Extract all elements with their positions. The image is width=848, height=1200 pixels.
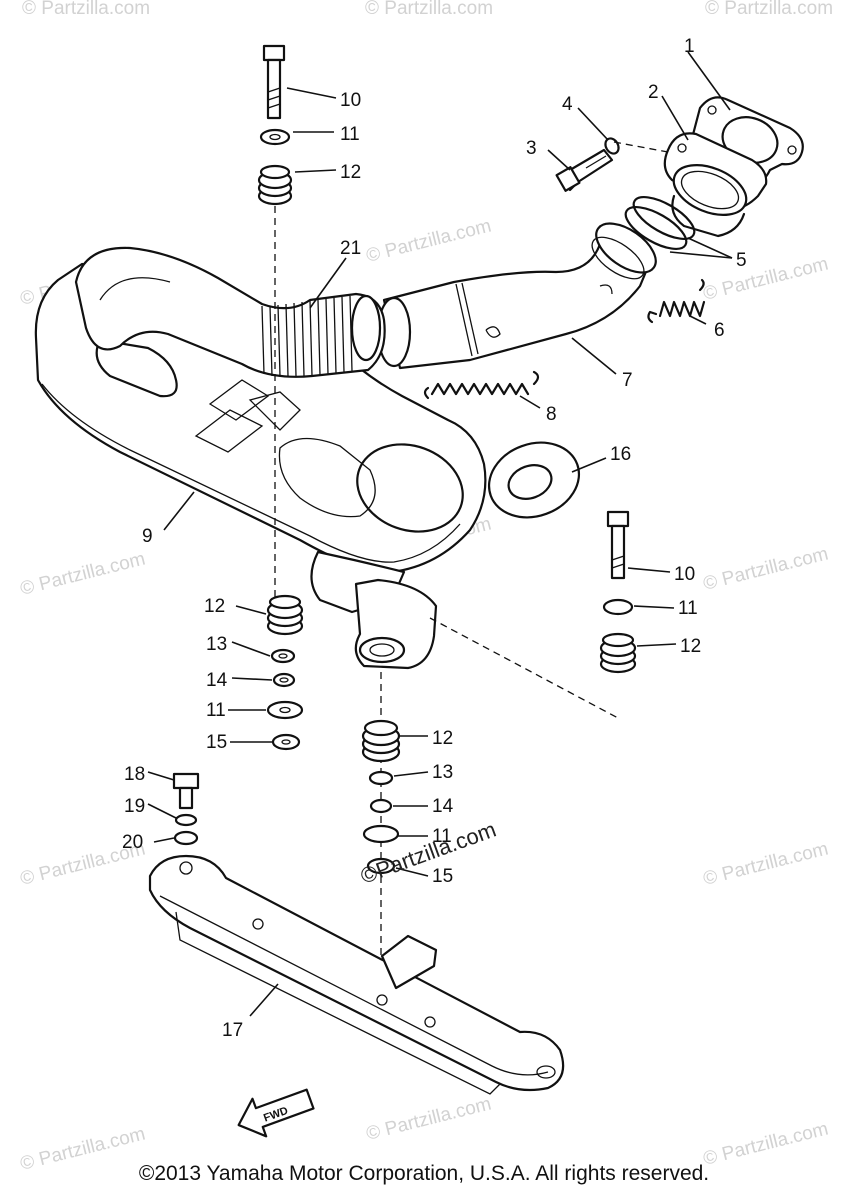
flex-pipe-corrugation [261,295,353,377]
callout-16: 16 [610,444,631,465]
callout-8: 8 [546,404,557,425]
callout-12-left: 12 [204,596,225,617]
watermark: © Partzilla.com [22,0,150,19]
alignment-line [429,617,619,719]
callout-5: 5 [736,250,747,271]
grommet-part-16 [487,441,581,519]
watermark: © Partzilla.com [701,254,830,305]
washer-part-11-upper [259,128,291,146]
watermark: © Partzilla.com [701,839,830,890]
copyright-notice: ©2013 Yamaha Motor Corporation, U.S.A. A… [138,1162,710,1185]
callout-11-center: 11 [432,826,452,847]
callout-10-upper: 10 [340,90,361,111]
watermark: © Partzilla.com [364,1094,493,1145]
callout-11-left: 11 [206,700,226,721]
callout-12-upper: 12 [340,162,361,183]
washer-part-15-center [366,857,396,875]
callout-11-upper: 11 [340,124,360,145]
washer-part-14-left [272,672,296,688]
callout-7: 7 [622,370,633,391]
spring-part-12-right [599,632,637,674]
washer-part-14-center [369,798,393,814]
callout-15-left: 15 [206,732,227,753]
spring-part-6 [647,278,706,324]
alignment-line [613,141,669,153]
callout-15-center: 15 [432,866,453,887]
spring-part-12-left [266,594,304,636]
callout-14-left: 14 [206,670,228,691]
washer-part-13-center [368,770,394,786]
leader-lines [147,51,733,1017]
bracket-part-17 [148,854,565,1095]
callout-14-center: 14 [432,796,454,817]
spring-part-12-upper [257,164,293,206]
fwd-arrow-icon: FWD [237,1088,315,1138]
callout-12-right: 12 [680,636,701,657]
callout-2: 2 [648,82,659,103]
callout-17: 17 [222,1020,243,1041]
callout-12-center: 12 [432,728,453,749]
washer-part-13-left [270,648,296,664]
callout-11-right: 11 [678,598,698,619]
callout-18: 18 [124,764,145,785]
washer-part-11-left [266,700,304,720]
callout-10-right: 10 [674,564,695,585]
bolt-part-10-upper [262,44,286,120]
washer-part-11-right [602,598,634,616]
callout-6: 6 [714,320,725,341]
callout-13-left: 13 [206,634,227,655]
callout-19: 19 [124,796,145,817]
watermark: © Partzilla.com [18,549,147,600]
seal-ring-part-5 [624,196,696,250]
washer-part-15-left [271,733,301,751]
bolt-part-10-right [606,510,630,580]
bolt-part-18 [172,772,200,810]
washer-part-19 [174,813,198,827]
callout-3: 3 [526,138,537,159]
callout-9: 9 [142,526,153,547]
callout-1: 1 [684,36,695,57]
flex-pipe-part-21 [74,246,386,378]
callout-20: 20 [122,832,143,853]
washer-part-11-center [362,824,400,844]
watermark: © Partzilla.com [364,216,493,267]
callout-21: 21 [340,238,361,259]
callout-4: 4 [562,94,573,115]
watermark: © Partzilla.com [365,0,493,19]
watermark: © Partzilla.com [705,0,833,19]
flange-part-2 [663,132,768,238]
bolt-part-3 [555,148,614,192]
washer-part-20 [173,830,199,846]
callout-labels: 1 2 3 4 5 6 7 8 9 10 10 11 11 11 11 12 1… [122,36,747,1041]
spring-part-12-center [361,719,401,763]
callout-13-center: 13 [432,762,453,783]
watermark: © Partzilla.com [701,544,830,595]
spring-part-8 [423,370,540,400]
